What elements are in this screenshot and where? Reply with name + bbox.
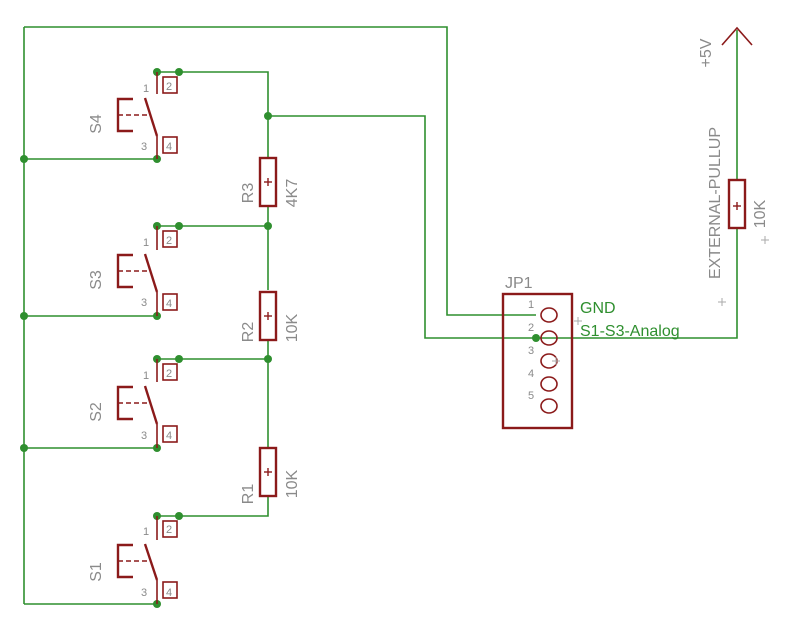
pin-label: 1 (528, 299, 534, 311)
connector-name: JP1 (505, 275, 533, 292)
junction-dot (264, 112, 272, 120)
junction-dot (532, 334, 540, 342)
resistor-value: 10K (284, 313, 301, 342)
switch-lever (143, 253, 159, 293)
wire-s4-top (157, 71, 269, 158)
junction-dot (20, 155, 28, 163)
connector-pin (540, 376, 558, 392)
net-label-analog: S1-S3-Analog (580, 323, 680, 340)
wire-gnd-to-jp1 (24, 26, 536, 316)
connector-body (501, 292, 574, 430)
switch-pin-box (162, 425, 178, 443)
switch-s4: S4 1 2 3 4 (88, 72, 178, 159)
pin-label: 3 (528, 345, 534, 357)
resistor-body (727, 178, 747, 230)
pin-label: 3 (141, 141, 147, 153)
pullup-value: 10K (752, 199, 769, 228)
resistor-body (258, 156, 278, 208)
pin-label: 2 (166, 524, 172, 536)
switch-pin-box (162, 363, 178, 381)
junction-dot (175, 512, 183, 520)
supply-arrow-icon (721, 26, 753, 46)
resistor-value: 4K7 (284, 179, 301, 208)
switch-pin-box (162, 293, 178, 311)
switch-pin-box (162, 76, 178, 94)
switch-lever (143, 543, 159, 581)
pin-label: 3 (141, 297, 147, 309)
resistor-r2: R2 10K (240, 290, 301, 343)
pin-label: 2 (166, 368, 172, 380)
junction-dot (20, 444, 28, 452)
switch-pin-box (162, 520, 178, 538)
switch-label: S4 (88, 114, 105, 134)
pin-label: 3 (141, 587, 147, 599)
connector-pin (540, 398, 558, 414)
pin-label: 4 (166, 141, 172, 153)
pullup-resistor: EXTERNAL-PULLUP 10K +5V (698, 38, 769, 306)
pin-label: 1 (143, 370, 149, 382)
junction-dot (175, 355, 183, 363)
pin-label: 3 (141, 430, 147, 442)
net-label-gnd: GND (580, 300, 616, 317)
resistor-value: 10K (284, 469, 301, 498)
junction-dot (264, 222, 272, 230)
pin-label: 1 (143, 83, 149, 95)
pullup-name: EXTERNAL-PULLUP (707, 127, 724, 279)
switch-lever (143, 97, 159, 137)
switch-pin-box (162, 581, 178, 599)
resistor-name: R3 (240, 183, 257, 204)
resistor-body (258, 446, 278, 498)
resistor-r1: R1 10K (240, 446, 301, 505)
connector-pin (540, 330, 558, 346)
pin-label: 4 (166, 298, 172, 310)
switch-s2: S2 1 2 3 4 (88, 359, 178, 448)
switch-label: S3 (88, 270, 105, 290)
pin-label: 5 (528, 390, 534, 402)
resistor-body (258, 290, 278, 342)
switch-pin-box (162, 230, 178, 248)
switch-label: S2 (88, 402, 105, 422)
wires (23, 26, 753, 605)
pin-label: 2 (528, 322, 534, 334)
pin-label: 2 (166, 235, 172, 247)
switch-s3: S3 1 2 3 4 (88, 226, 178, 316)
junction-dot (264, 355, 272, 363)
resistor-name: R1 (240, 484, 257, 505)
wire-analog (268, 115, 738, 339)
pin-label: 1 (143, 237, 149, 249)
supply-label: +5V (698, 38, 715, 67)
switch-s1: S1 1 2 3 4 (88, 516, 178, 604)
junction-dot (175, 222, 183, 230)
junctions (20, 68, 540, 608)
resistor-r3: R3 4K7 (240, 156, 301, 208)
connector-jp1: JP1 1 2 3 4 5 GND S1-S3-Analog (501, 275, 680, 430)
resistor-name: R2 (240, 322, 257, 343)
switch-label: S1 (88, 562, 105, 582)
connector-pin (540, 307, 558, 323)
pin-label: 2 (166, 81, 172, 93)
junction-dot (20, 312, 28, 320)
pin-label: 4 (166, 587, 172, 599)
junction-dot (175, 68, 183, 76)
switch-pin-box (162, 136, 178, 154)
wire-r1-s1 (157, 496, 269, 517)
pin-label: 4 (528, 368, 534, 380)
pin-label: 1 (143, 526, 149, 538)
switch-lever (143, 385, 159, 425)
pin-label: 4 (166, 430, 172, 442)
